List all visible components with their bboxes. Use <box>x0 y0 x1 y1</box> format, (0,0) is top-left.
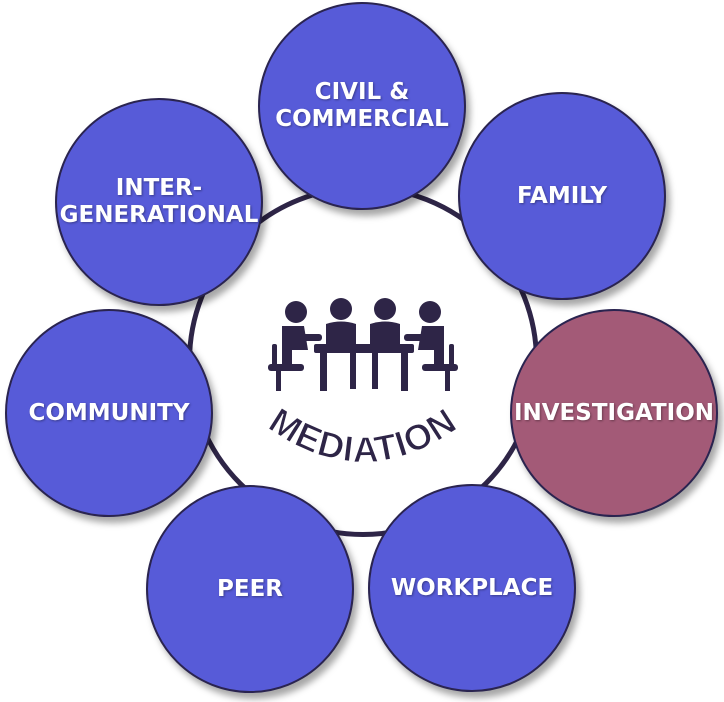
node-workplace: WORKPLACE <box>368 484 576 692</box>
mediation-text: MEDIATION <box>262 399 464 471</box>
node-community-label: COMMUNITY <box>28 399 190 426</box>
node-peer-label: PEER <box>217 575 283 602</box>
node-family-label: FAMILY <box>516 182 608 209</box>
node-investigation: INVESTIGATION <box>510 309 718 517</box>
node-peer: PEER <box>146 485 354 693</box>
node-civil-commercial-label: CIVIL & COMMERCIAL <box>275 79 449 132</box>
meeting-table-icon <box>268 298 458 391</box>
mediation-label: MEDIATION <box>262 399 464 471</box>
node-intergenerational: INTER- GENERATIONAL <box>55 98 263 306</box>
node-community: COMMUNITY <box>5 309 213 517</box>
svg-text:MEDIATION: MEDIATION <box>262 400 464 471</box>
node-investigation-label: INVESTIGATION <box>513 399 715 426</box>
node-family: FAMILY <box>458 92 666 300</box>
node-workplace-label: WORKPLACE <box>390 574 554 601</box>
node-intergenerational-label: INTER- GENERATIONAL <box>59 175 259 228</box>
node-civil-commercial: CIVIL & COMMERCIAL <box>258 2 466 210</box>
